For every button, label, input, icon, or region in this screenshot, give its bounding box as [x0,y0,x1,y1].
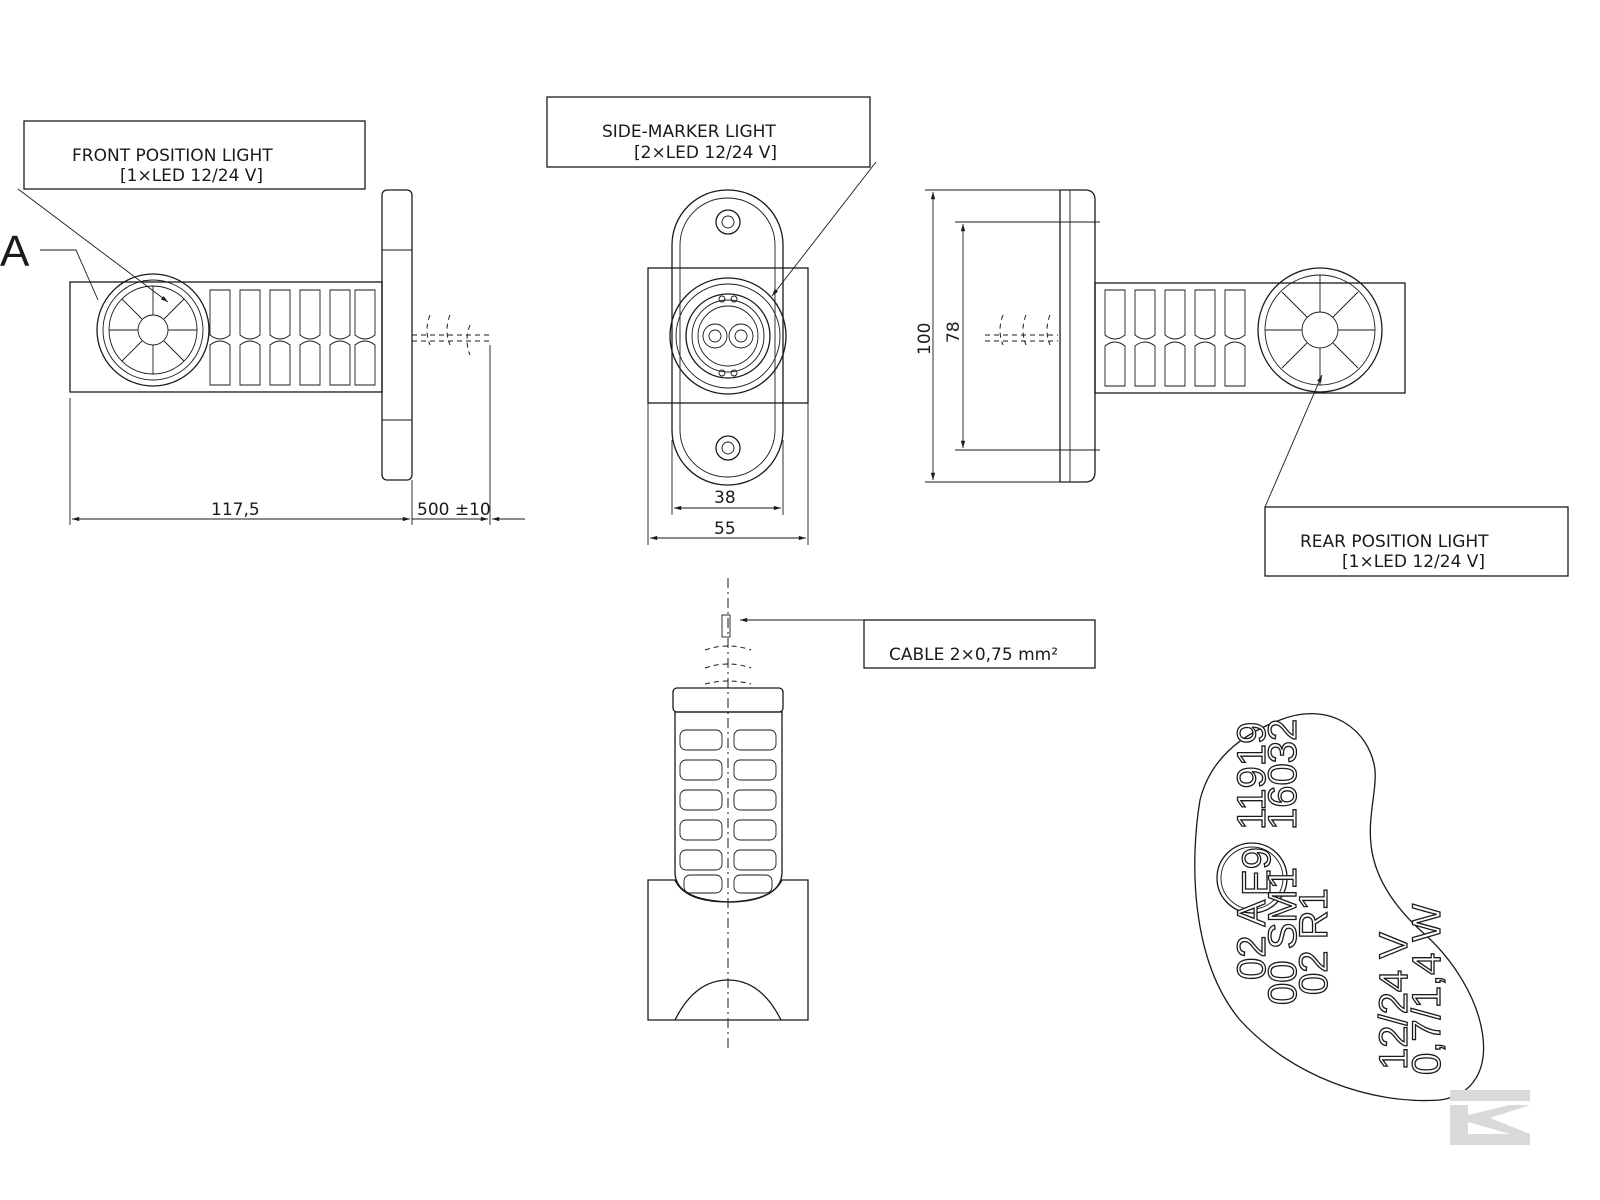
marking-code-3: 02 R1 [1292,888,1336,995]
side-callout-title: SIDE-MARKER LIGHT [602,122,776,142]
svg-text:A: A [0,227,30,276]
marking-number-1: 11919 [1230,722,1274,830]
dim-height-inner: 78 [944,321,964,343]
rear-callout-spec: [1×LED 12/24 V] [1342,552,1485,572]
dim-cable-length: 500 ±10 [417,500,491,520]
cable-callout-title: CABLE 2×0,75 mm² [889,645,1058,665]
dim-width-inner: 38 [714,488,736,508]
side-callout-spec: [2×LED 12/24 V] [634,143,777,163]
marking-voltage: 12/24 V [1372,932,1416,1070]
e9-approval-mark: E9 [1216,842,1288,914]
dimension-length: 117,5 500 ±10 [69,345,525,525]
marking-code-1: 02 A [1230,900,1274,980]
dim-length: 117,5 [211,500,260,520]
front-callout-spec: [1×LED 12/24 V] [120,166,263,186]
left-side-view [69,189,490,481]
front-position-callout: FRONT POSITION LIGHT [1×LED 12/24 V] [17,120,366,303]
cable-callout: CABLE 2×0,75 mm² [739,617,1096,669]
svg-text:E9: E9 [1235,847,1279,896]
bottom-view [647,578,809,1052]
dimension-heights: 100 78 [915,189,1100,483]
marking-code-2: 00 SM1 [1261,867,1305,1005]
dim-height-total: 100 [915,323,935,355]
right-side-view [985,189,1406,483]
rear-callout-title: REAR POSITION LIGHT [1300,532,1489,552]
approval-marking: E9 11919 16032 02 A 00 SM1 02 R1 12/24 V… [1194,713,1485,1102]
dim-width-total: 55 [714,519,736,539]
dimension-widths: 38 55 [647,403,809,545]
front-callout-title: FRONT POSITION LIGHT [72,146,273,166]
k-logo [1450,1090,1530,1145]
front-view [647,189,809,486]
side-marker-callout: SIDE-MARKER LIGHT [2×LED 12/24 V] [546,96,877,297]
marking-number-2: 16032 [1261,719,1305,830]
rear-position-callout: REAR POSITION LIGHT [1×LED 12/24 V] [1264,374,1569,577]
marking-power: 0,7/1,4 W [1405,904,1449,1075]
detail-a-label: A [0,227,99,301]
